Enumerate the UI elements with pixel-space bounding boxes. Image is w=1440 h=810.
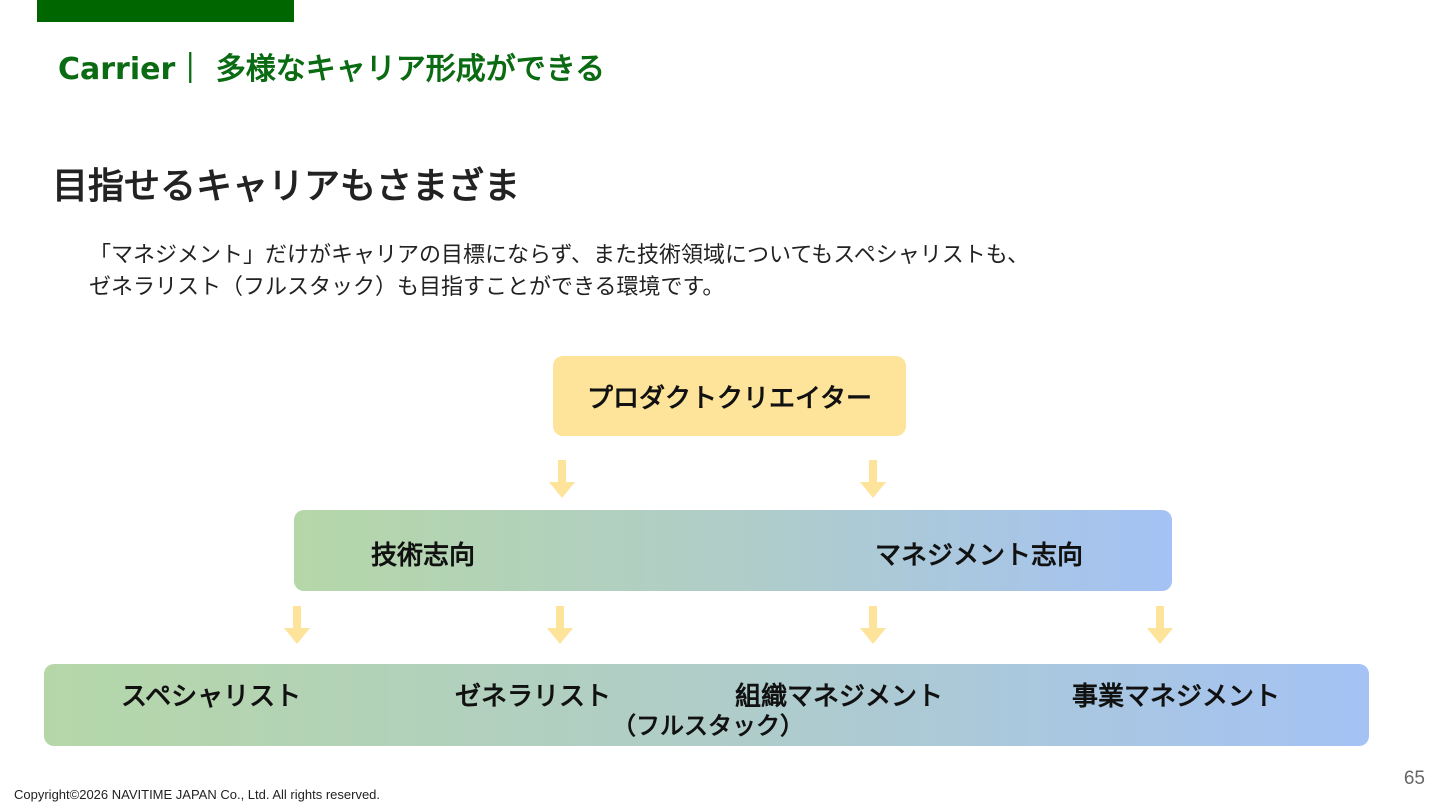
page-header-title: Carrier｜ 多様なキャリア形成ができる [58,52,606,87]
specialist-label: スペシャリスト [121,682,302,712]
down-arrow-icon [284,606,310,644]
page-number: 65 [1403,768,1425,789]
header-accent-bar [37,0,294,22]
org-management-label: 組織マネジメント [735,682,944,712]
product-creator-label: プロダクトクリエイター [587,383,872,414]
generalist-label: ゼネラリスト [455,682,612,712]
product-creator-box: プロダクトクリエイター [553,356,906,436]
down-arrow-icon [549,460,575,498]
description-line-2: ゼネラリスト（フルスタック）も目指すことができる環境です。 [89,275,725,300]
business-management-label: 事業マネジメント [1072,682,1281,712]
down-arrow-icon [547,606,573,644]
down-arrow-icon [860,606,886,644]
section-title: 目指せるキャリアもさまざま [52,166,521,207]
orientation-box [294,510,1172,591]
down-arrow-icon [860,460,886,498]
down-arrow-icon [1147,606,1173,644]
management-orientation-label: マネジメント志向 [875,541,1084,571]
generalist-sub-label: （フルスタック） [612,712,804,740]
description-line-1: 「マネジメント」だけがキャリアの目標にならず、また技術領域についてもスペシャリス… [89,243,1030,268]
section-description: 「マネジメント」だけがキャリアの目標にならず、また技術領域についてもスペシャリス… [89,240,1029,304]
technical-orientation-label: 技術志向 [371,541,476,571]
copyright-notice: Copyright©2026 NAVITIME JAPAN Co., Ltd. … [14,787,381,802]
career-path-box [44,664,1369,746]
